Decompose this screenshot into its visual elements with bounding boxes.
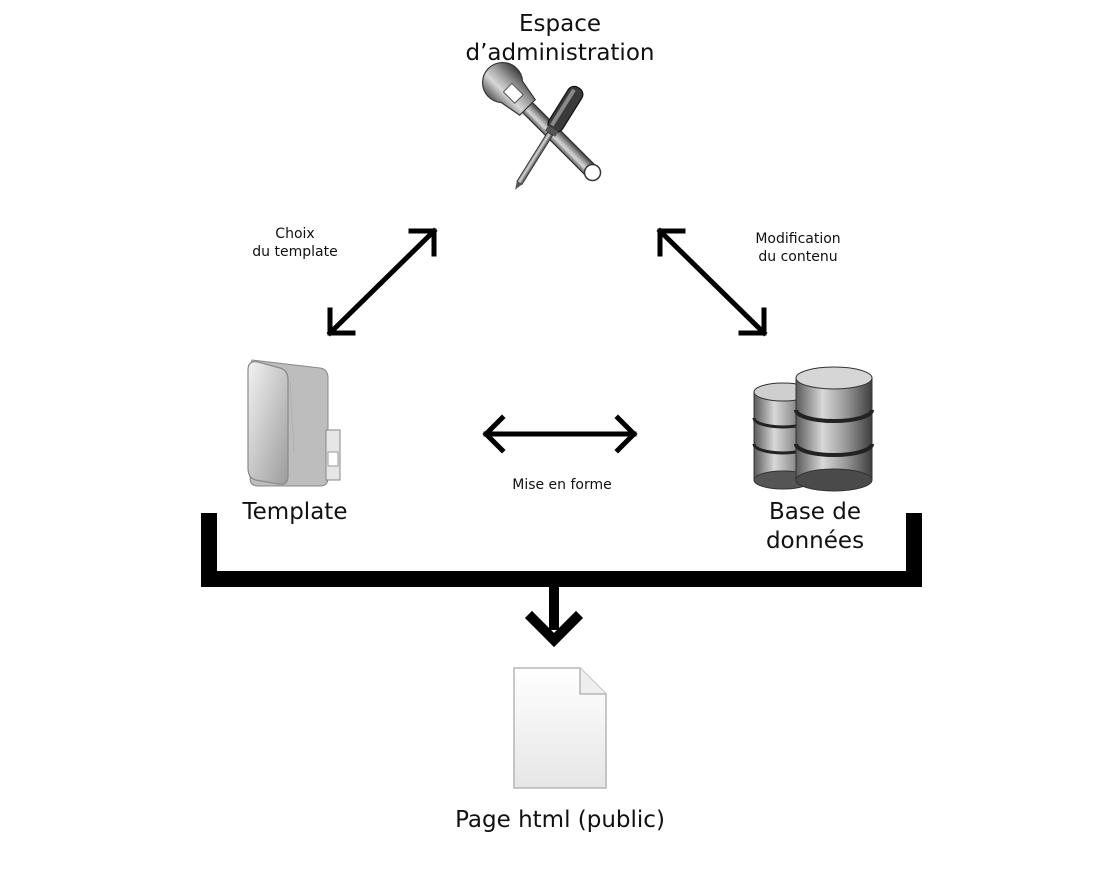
database-label-line2: données (765, 528, 865, 554)
document-icon (513, 667, 607, 789)
edge-label-template-choice: Choix du template (225, 225, 365, 261)
edge-label-content-modification-line2: du contenu (758, 249, 838, 265)
arrow-admin-template (326, 227, 438, 337)
database-icon (752, 366, 874, 492)
edge-label-template-choice-line2: du template (252, 244, 338, 260)
database-label: Base de données (715, 498, 915, 556)
admin-space-label: Espace d’administration (410, 10, 710, 68)
edge-label-content-modification: Modification du contenu (728, 230, 868, 266)
edge-label-content-modification-line1: Modification (755, 231, 841, 247)
folder-icon (247, 359, 341, 487)
tools-icon (481, 61, 602, 190)
arrow-template-database (482, 414, 638, 454)
admin-space-label-line1: Espace (518, 11, 601, 37)
public-page-label: Page html (public) (455, 807, 665, 833)
arrow-to-page (524, 587, 584, 648)
merge-bracket (201, 513, 922, 587)
template-label: Template (242, 499, 348, 525)
admin-space-label-line2: d’administration (465, 40, 655, 66)
database-label-line1: Base de (768, 499, 862, 525)
arrow-admin-database (656, 227, 768, 337)
edge-label-template-choice-line1: Choix (275, 226, 315, 242)
edge-label-formatting: Mise en forme (512, 477, 612, 493)
